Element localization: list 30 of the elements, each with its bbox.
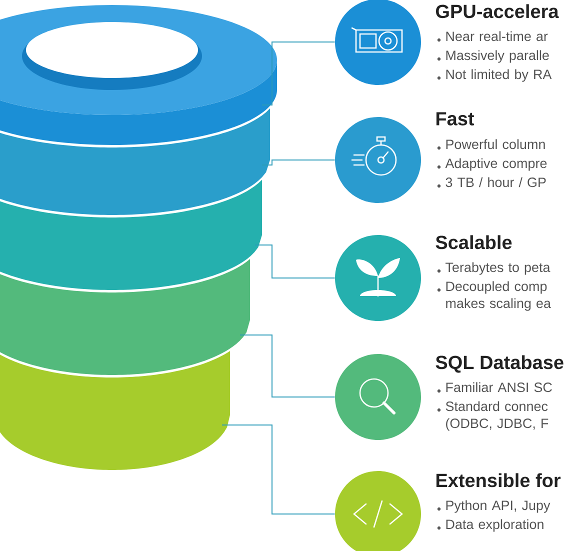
connector-line [254, 244, 336, 278]
icon-circle [335, 117, 421, 203]
bullet-text: Massively paralle [437, 50, 549, 63]
icon-circle [335, 235, 421, 321]
bullet-text: Adaptive compre [437, 158, 547, 171]
cylinder-layer [0, 259, 250, 375]
bullet-text: Standard connec (ODBC, JDBC, F [437, 401, 548, 431]
bullet-text: Python API, Jupy [437, 500, 550, 513]
bullet-text: 3 TB / hour / GP [437, 177, 546, 188]
connector-line [240, 334, 336, 398]
bullet-text: Near real-time ar [437, 31, 548, 42]
bullet-text: Terabytes to peta [437, 262, 550, 275]
cylinder-layer [0, 180, 262, 290]
heading: Fast [436, 112, 474, 126]
cylinder-layer [0, 108, 270, 215]
connector-line [262, 160, 336, 166]
heading: Scalable [436, 235, 512, 250]
bullet-text: Decoupled comp makes scaling ea [437, 281, 551, 311]
icon-circle [335, 354, 421, 440]
bullet-text: Data exploration [437, 519, 544, 532]
cylinder-layer [0, 5, 277, 145]
heading: GPU-accelera [436, 4, 559, 18]
heading: Extensible for [436, 473, 561, 488]
bullet-text: Familiar ANSI SC [437, 382, 552, 393]
cylinder-layer [0, 351, 230, 470]
bullet-text: Powerful column [437, 139, 545, 150]
connector-line [262, 42, 336, 106]
connector-line [222, 424, 336, 514]
bullet-text: Not limited by RA [437, 69, 552, 82]
heading: SQL Database [436, 355, 564, 373]
